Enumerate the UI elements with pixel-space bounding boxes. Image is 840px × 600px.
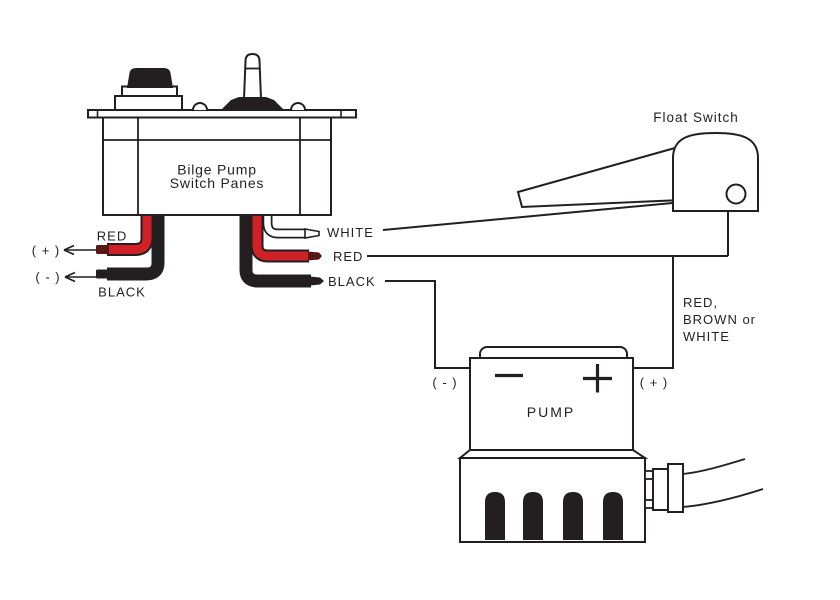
left-black-wire-tip bbox=[96, 269, 109, 279]
pump-flare bbox=[457, 449, 649, 459]
float-wire-color-note: RED, BROWN or WHITE bbox=[683, 295, 756, 344]
pump-negative-label: ( - ) bbox=[432, 375, 457, 390]
wire-to-pump-positive bbox=[633, 256, 674, 369]
panel-body bbox=[102, 116, 332, 216]
white-wire bbox=[262, 214, 320, 239]
pump-outlet bbox=[644, 463, 684, 513]
positive-terminal-label: ( + ) bbox=[32, 243, 60, 258]
pump-hose bbox=[682, 458, 764, 508]
left-black-wire bbox=[96, 214, 165, 281]
right-black-wire-tip bbox=[310, 276, 324, 286]
pump-motor-body bbox=[469, 357, 634, 451]
mounting-plate bbox=[87, 109, 357, 119]
negative-terminal-label: ( - ) bbox=[35, 270, 60, 285]
float-switch: Float Switch bbox=[516, 110, 759, 212]
right-red-wire-tip bbox=[308, 251, 322, 261]
toggle-handle bbox=[242, 52, 263, 100]
positive-arrow bbox=[63, 244, 97, 256]
right-black-wire bbox=[239, 214, 324, 288]
float-switch-body bbox=[672, 131, 759, 212]
left-black-label: BLACK bbox=[98, 285, 146, 300]
right-black-label: BLACK bbox=[328, 274, 376, 289]
panel-label-line2: Switch Panes bbox=[170, 175, 264, 191]
pump: PUMP ( - ) ( + ) bbox=[432, 346, 764, 543]
svg-text:RED,: RED, bbox=[683, 295, 718, 310]
float-switch-hole bbox=[725, 183, 747, 205]
svg-text:BROWN or: BROWN or bbox=[683, 312, 756, 327]
wire-white-to-float-switch bbox=[382, 201, 679, 231]
negative-arrow bbox=[64, 271, 98, 283]
panel-label-line1: Bilge Pump bbox=[177, 162, 257, 178]
switch-panel: Bilge Pump Switch Panes bbox=[87, 52, 357, 216]
screw-bump-right bbox=[290, 102, 306, 111]
right-red-wire bbox=[250, 214, 322, 263]
plus-symbol bbox=[583, 364, 612, 393]
left-red-wire-tip bbox=[96, 245, 109, 254]
toggle-base bbox=[222, 97, 283, 109]
breaker-button bbox=[114, 68, 183, 112]
left-red-label: RED bbox=[97, 229, 127, 244]
pump-positive-label: ( + ) bbox=[640, 375, 668, 390]
pump-label: PUMP bbox=[527, 404, 575, 420]
white-wire-tip bbox=[304, 228, 320, 239]
screw-bump-left bbox=[192, 102, 208, 111]
left-red-wire bbox=[96, 214, 154, 256]
right-red-label: RED bbox=[333, 249, 363, 264]
right-white-label: WHITE bbox=[327, 225, 374, 240]
pump-vent-slots bbox=[485, 492, 623, 540]
float-arm bbox=[516, 144, 683, 209]
svg-text:WHITE: WHITE bbox=[683, 329, 730, 344]
toggle-switch bbox=[222, 52, 283, 109]
breaker-button-cap bbox=[127, 68, 173, 88]
wire-black-to-pump-negative bbox=[385, 280, 470, 369]
float-switch-label: Float Switch bbox=[653, 110, 739, 125]
